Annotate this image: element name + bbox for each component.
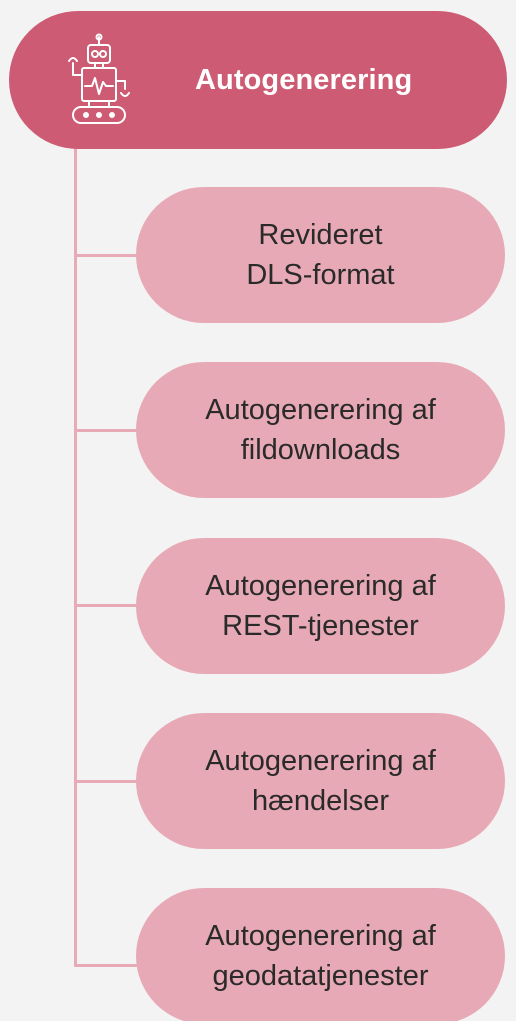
child-label-1: Revideret DLS-format (246, 219, 395, 291)
connector-branch-4 (74, 780, 144, 783)
child-label-5: Autogenerering af geodatatjenester (205, 920, 436, 992)
connector-branch-5 (74, 964, 144, 967)
root-title: Autogenerering (195, 63, 413, 96)
child-node-1: Revideret DLS-format (136, 187, 505, 323)
connector-branch-2 (74, 429, 144, 432)
child-label-3: Autogenerering af REST-tjenester (205, 570, 436, 642)
child-node-3: Autogenerering af REST-tjenester (136, 538, 505, 674)
child-label-2: Autogenerering af fildownloads (205, 394, 436, 466)
connector-branch-1 (74, 254, 144, 257)
connector-branch-3 (74, 604, 144, 607)
child-node-4: Autogenerering af hændelser (136, 713, 505, 849)
root-node: Autogenerering (9, 11, 507, 149)
connector-trunk (74, 148, 77, 966)
child-label-4: Autogenerering af hændelser (205, 745, 436, 817)
robot-icon (68, 33, 130, 124)
child-node-2: Autogenerering af fildownloads (136, 362, 505, 498)
child-node-5: Autogenerering af geodatatjenester (136, 888, 505, 1021)
